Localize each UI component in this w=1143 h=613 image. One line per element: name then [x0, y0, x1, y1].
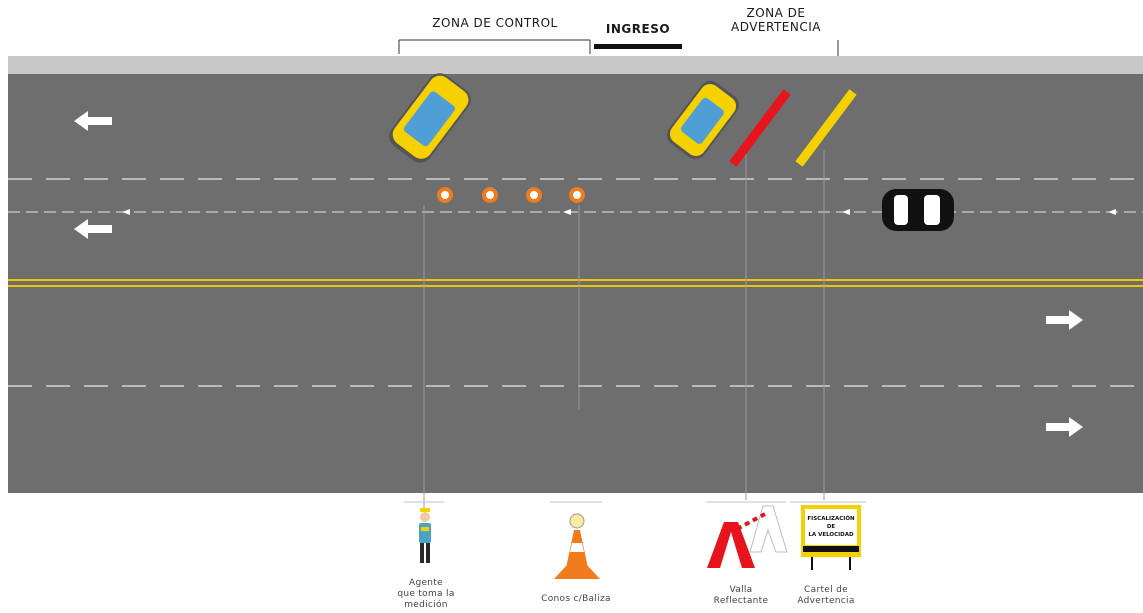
zone-advertencia-label: ZONA DE ADVERTENCIA [716, 6, 836, 34]
guide-lines [423, 150, 825, 510]
barrier-yellow-stripe [795, 89, 857, 167]
caption-cartel: Cartel de Advertencia [786, 585, 866, 607]
agent-icon [419, 508, 431, 563]
caption-valla: Valla Reflectante [706, 585, 776, 607]
taxi-icon [389, 73, 471, 163]
sign-line1: FISCALIZACIÓN [807, 515, 855, 522]
caption-cartel-line2: Advertencia [797, 596, 855, 606]
center-double-line [8, 279, 1143, 287]
caption-cartel-line1: Cartel de [804, 585, 848, 595]
caption-agente: Agente que toma la medición [386, 578, 466, 611]
right-arrow-icon [1046, 310, 1083, 330]
caption-valla-line2: Reflectante [713, 596, 769, 606]
zone-ingreso-label: INGRESO [605, 22, 671, 36]
barrier-icon [707, 505, 788, 568]
zone-control-bracket [398, 39, 591, 54]
taxi-icon [666, 80, 740, 160]
zone-advertencia-line2: ADVERTENCIA [730, 20, 821, 34]
left-arrow-icon [74, 219, 112, 239]
zone-advertencia-line1: ZONA DE [746, 6, 806, 20]
lane-arrowheads [122, 209, 1116, 215]
road-surface [8, 74, 1143, 493]
sign-text: FISCALIZACIÓN DE LA VELOCIDAD [807, 515, 855, 538]
barrier-red-stripe [729, 89, 791, 167]
caption-agente-line1: Agente [409, 578, 443, 588]
caption-valla-line1: Valla [729, 585, 753, 595]
sign-line3: LA VELOCIDAD [808, 532, 854, 538]
right-arrow-icon [1046, 417, 1083, 437]
caption-agente-line3: medición [404, 600, 448, 610]
road-shoulder [8, 56, 1143, 74]
left-arrow-icon [74, 111, 112, 131]
cone-icon [554, 513, 600, 579]
sign-icon [801, 505, 861, 570]
sign-line2: DE [827, 524, 836, 530]
road-cones [437, 187, 585, 203]
zone-control-label: ZONA DE CONTROL [432, 16, 558, 30]
zone-ingreso-bar [594, 44, 682, 49]
caption-agente-line2: que toma la [397, 589, 455, 599]
caption-conos: Conos c/Baliza [541, 594, 611, 604]
car-icon [882, 189, 954, 231]
